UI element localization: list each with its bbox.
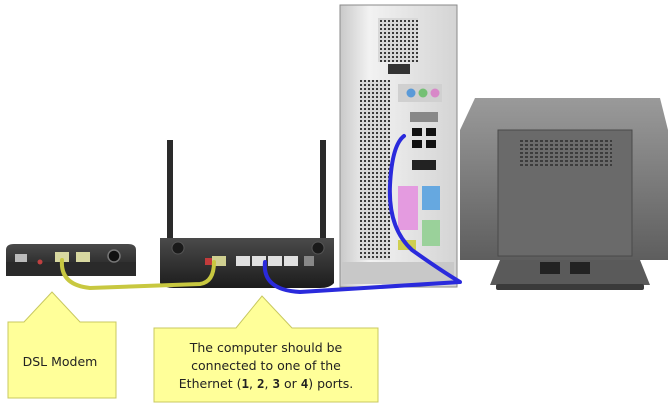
ethernet-ports-note: The computer should be connected to one …	[158, 339, 374, 393]
vga-port	[422, 220, 440, 246]
router-antenna-left	[167, 140, 173, 240]
port-number: 4	[300, 376, 309, 391]
parallel-port	[398, 186, 418, 230]
router-reset-icon	[205, 258, 213, 265]
tower-power-socket	[388, 64, 410, 74]
usb-port-icon	[426, 128, 436, 136]
router-port-3	[268, 256, 282, 266]
port-number: 1	[241, 376, 250, 391]
modem-to-router-cable	[59, 258, 216, 291]
usb-port-icon	[412, 140, 422, 148]
note-line-2: connected to one of the	[191, 358, 341, 373]
dsl-modem	[6, 244, 136, 276]
serial-port	[422, 186, 440, 210]
audio-port-icon	[418, 88, 428, 98]
modem-led-icon	[37, 259, 43, 265]
modem-power-jack-icon	[107, 249, 121, 263]
ethernet-callout	[153, 295, 379, 403]
note-line-3: Ethernet (1, 2, 3 or 4) ports.	[178, 376, 354, 391]
monitor	[460, 98, 668, 290]
tower-fan-grille	[378, 18, 418, 62]
monitor-port-icon	[540, 262, 560, 274]
tower-vent-left	[360, 80, 390, 260]
router-port-4	[284, 256, 298, 266]
dsl-modem-callout	[7, 291, 117, 399]
router-antenna-right	[320, 140, 326, 240]
modem-port-icon	[15, 254, 27, 262]
modem-ethernet-port	[76, 252, 90, 262]
wireless-router	[160, 140, 334, 288]
audio-port-icon	[406, 88, 416, 98]
audio-port-icon	[430, 88, 440, 98]
router-to-computer-cable	[262, 134, 462, 294]
tower-ethernet-port	[412, 160, 436, 170]
port-number: 3	[272, 376, 280, 391]
usb-port-icon	[426, 140, 436, 148]
dsl-modem-label: DSL Modem	[22, 354, 98, 369]
router-port-1	[236, 256, 250, 266]
port-number: 2	[256, 376, 265, 391]
note-line-1: The computer should be	[189, 340, 343, 355]
usb-port-icon	[412, 128, 422, 136]
router-internet-port	[212, 256, 226, 266]
router-power-jack-icon	[304, 256, 314, 266]
monitor-port-icon	[570, 262, 590, 274]
router-port-2	[252, 256, 266, 266]
modem-dsl-port	[55, 252, 69, 262]
